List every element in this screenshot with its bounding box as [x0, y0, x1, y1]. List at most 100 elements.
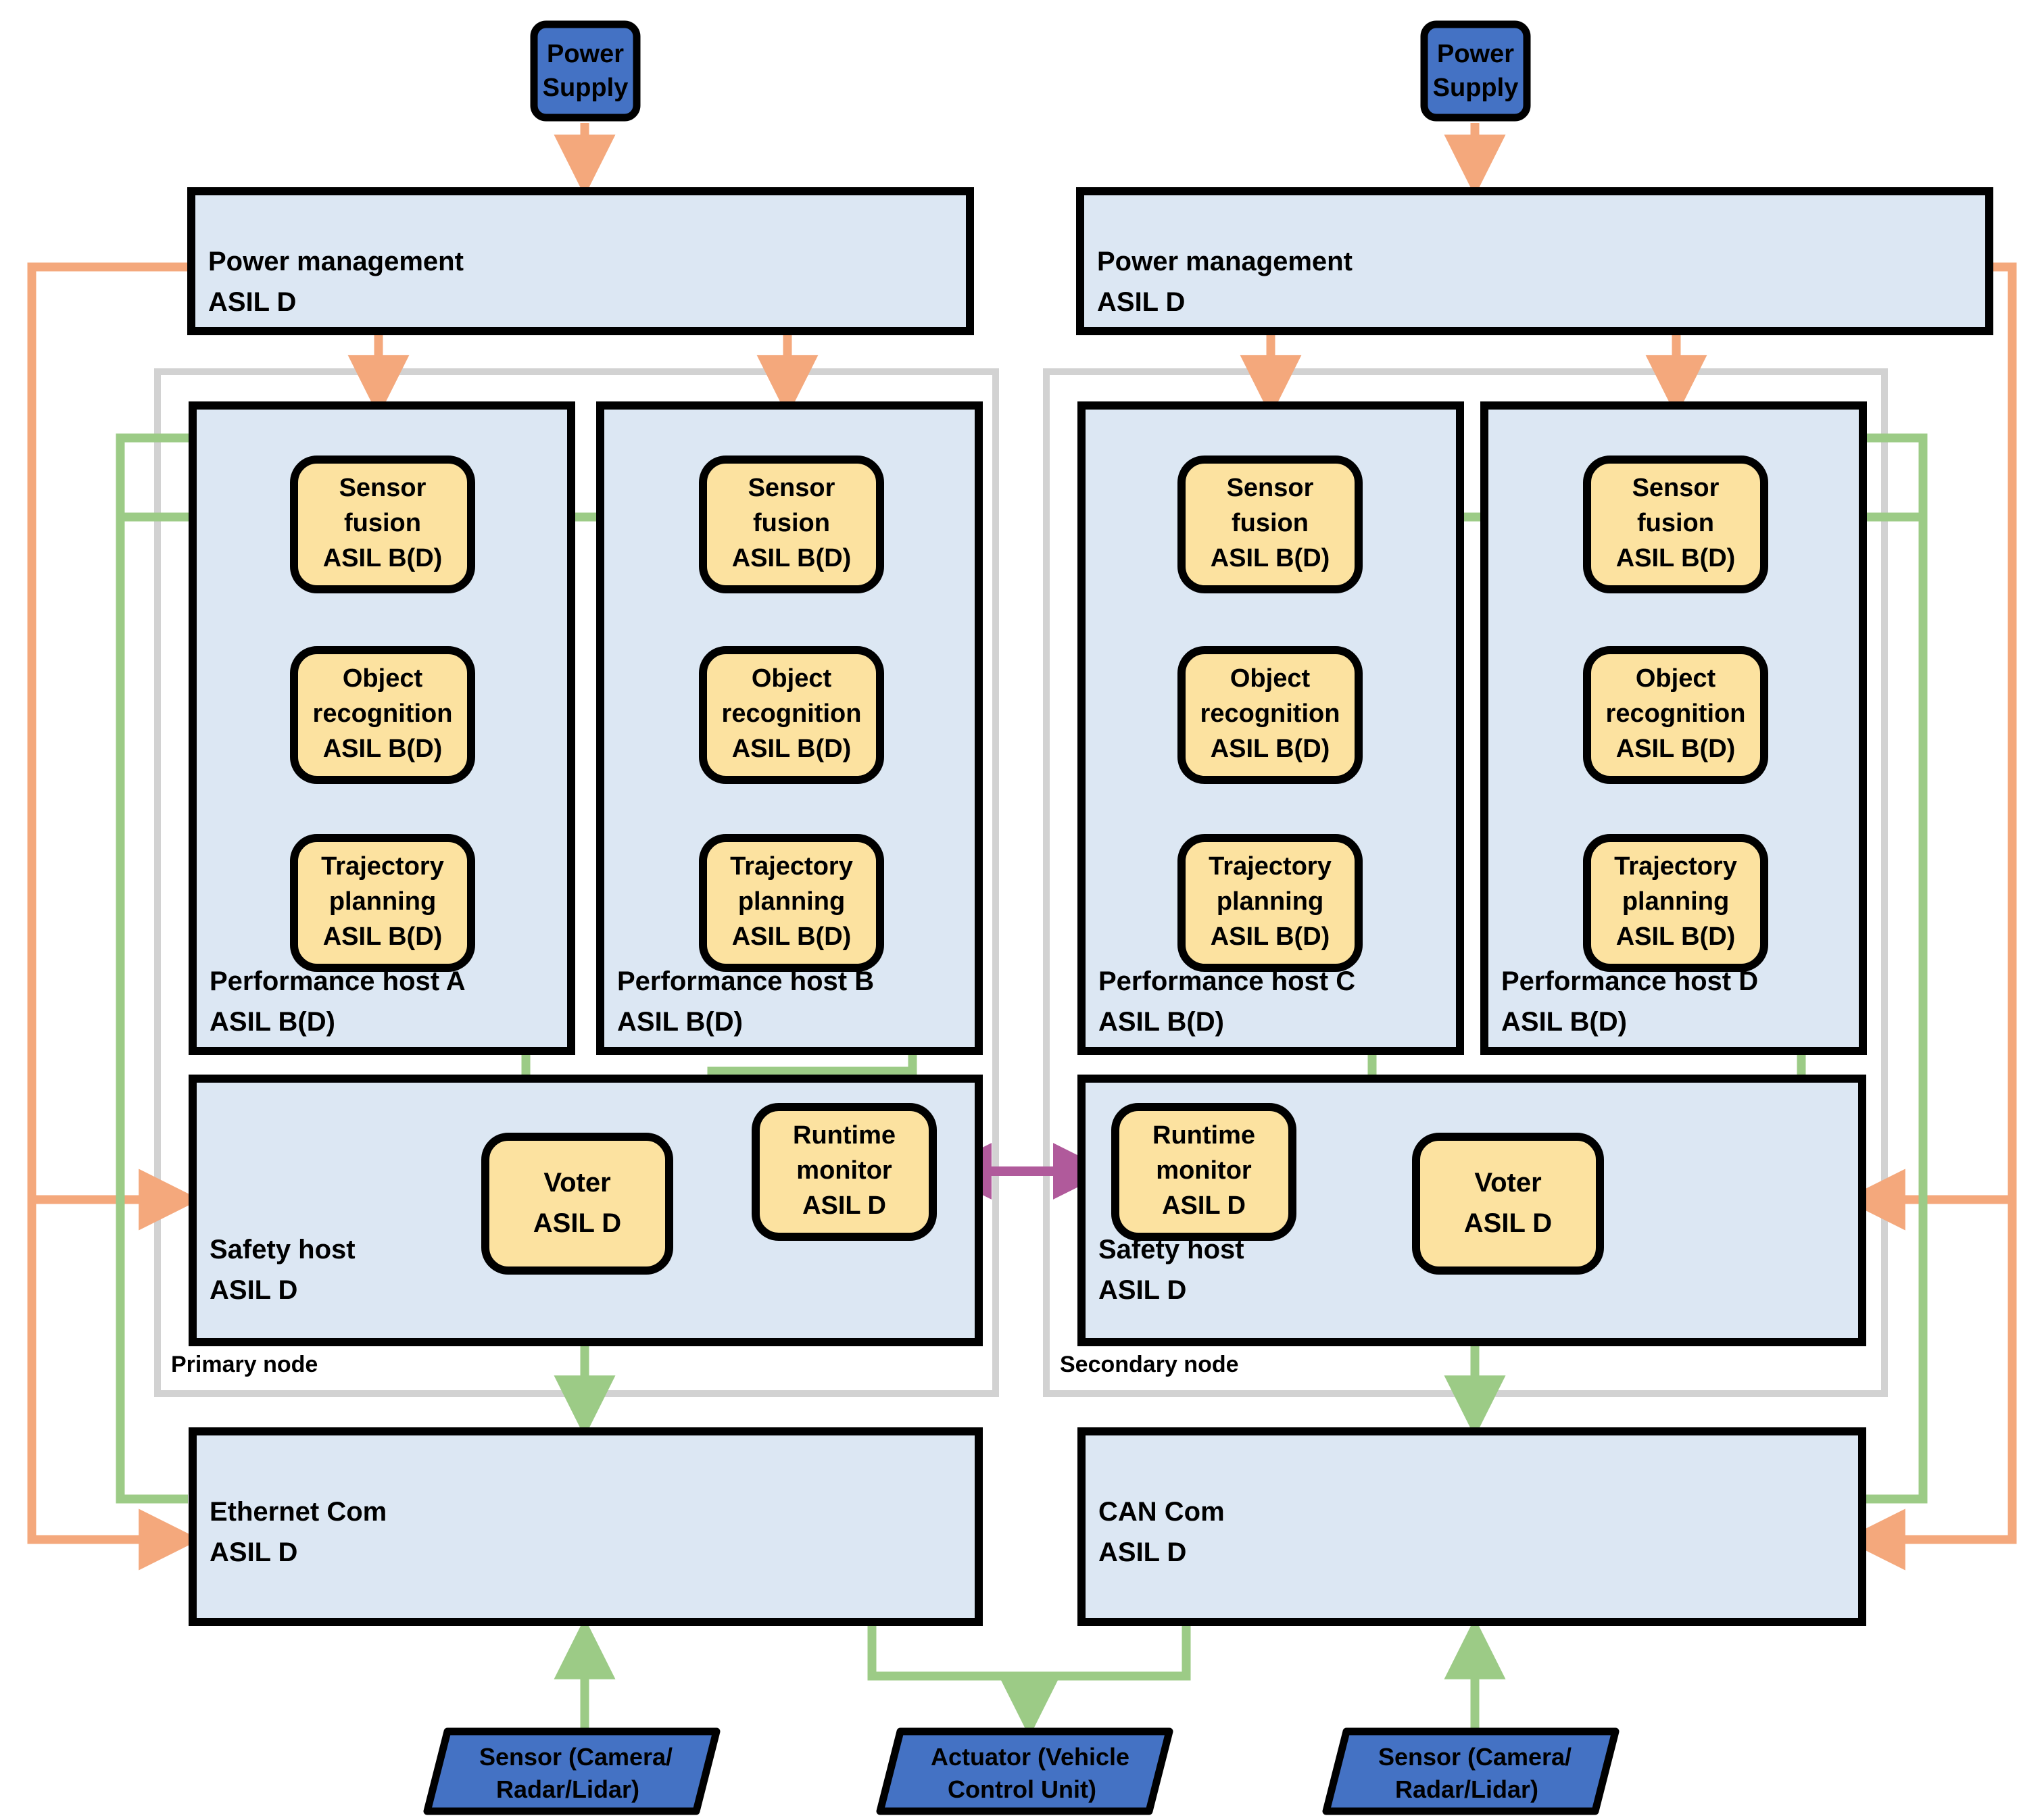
trajectory-planning-c-line1: Trajectory	[1209, 852, 1332, 881]
object-recognition-b-line3: ASIL B(D)	[732, 735, 852, 763]
voter-secondary-line1: Voter	[1474, 1168, 1541, 1198]
can-com-line2: ASIL D	[1098, 1538, 1186, 1567]
sensor-fusion-d[interactable]: Sensor fusion ASIL B(D)	[1583, 456, 1768, 593]
actuator-line2: Control Unit)	[948, 1775, 1096, 1803]
ethernet-com-line1: Ethernet Com	[210, 1497, 387, 1527]
runtime-monitor-primary-line1: Runtime	[793, 1121, 896, 1150]
trajectory-planning-a-line3: ASIL B(D)	[323, 923, 443, 951]
power-supply-right-line1: Power	[1437, 40, 1514, 68]
sensor-fusion-c[interactable]: Sensor fusion ASIL B(D)	[1177, 456, 1363, 593]
sensor-left-line1: Sensor (Camera/	[479, 1743, 673, 1771]
sensor-right[interactable]: Sensor (Camera/ Radar/Lidar)	[1322, 1727, 1620, 1815]
sensor-fusion-b[interactable]: Sensor fusion ASIL B(D)	[699, 456, 884, 593]
runtime-monitor-secondary-line3: ASIL D	[1162, 1191, 1246, 1220]
safety-host-secondary-line2: ASIL D	[1098, 1275, 1186, 1305]
runtime-monitor-secondary[interactable]: Runtime monitor ASIL D	[1111, 1103, 1296, 1241]
power-management-right-line2: ASIL D	[1097, 287, 1185, 317]
sensor-right-line2: Radar/Lidar)	[1395, 1775, 1538, 1803]
safety-host-primary-line2: ASIL D	[210, 1275, 297, 1305]
runtime-monitor-primary-line3: ASIL D	[802, 1191, 886, 1220]
can-com[interactable]: CAN Com ASIL D	[1077, 1427, 1866, 1626]
voter-secondary-line2: ASIL D	[1464, 1208, 1552, 1238]
power-management-right[interactable]: Power management ASIL D	[1076, 187, 1993, 335]
primary-node-label: Primary node	[171, 1352, 318, 1377]
object-recognition-a-line2: recognition	[313, 699, 453, 728]
sensor-fusion-b-line2: fusion	[753, 509, 830, 537]
power-management-left[interactable]: Power management ASIL D	[187, 187, 974, 335]
power-supply-right-line2: Supply	[1433, 74, 1519, 102]
power-arrow-pm-right-to-safety-host	[1843, 262, 2017, 1231]
power-supply-left-line2: Supply	[543, 74, 629, 102]
object-recognition-c-line2: recognition	[1200, 699, 1340, 728]
performance-host-c-line2: ASIL B(D)	[1098, 1007, 1224, 1037]
object-recognition-d-line2: recognition	[1606, 699, 1746, 728]
runtime-monitor-primary-line2: monitor	[796, 1156, 892, 1185]
trajectory-planning-a-line1: Trajectory	[321, 852, 444, 881]
sensor-fusion-d-line1: Sensor	[1632, 474, 1720, 502]
power-management-left-line2: ASIL D	[208, 287, 296, 317]
ethernet-com[interactable]: Ethernet Com ASIL D	[189, 1427, 983, 1626]
object-recognition-d-line1: Object	[1636, 664, 1716, 693]
performance-host-a-line2: ASIL B(D)	[210, 1007, 335, 1037]
object-recognition-c-line1: Object	[1230, 664, 1311, 693]
data-arrow-ethernet-to-actuator	[867, 1622, 1061, 1738]
voter-primary-line1: Voter	[543, 1168, 610, 1198]
trajectory-planning-b-line2: planning	[738, 887, 845, 916]
object-recognition-b[interactable]: Object recognition ASIL B(D)	[699, 646, 884, 784]
sensor-fusion-c-line2: fusion	[1232, 509, 1309, 537]
power-arrow-pm-left-to-ethernet-com	[27, 1200, 201, 1571]
object-recognition-a-line3: ASIL B(D)	[323, 735, 443, 763]
power-supply-left[interactable]: Power Supply	[530, 20, 641, 122]
power-management-left-line1: Power management	[208, 247, 464, 276]
can-com-line1: CAN Com	[1098, 1497, 1225, 1527]
object-recognition-a-line1: Object	[343, 664, 423, 693]
secondary-node-label: Secondary node	[1060, 1352, 1239, 1377]
performance-host-d-line2: ASIL B(D)	[1501, 1007, 1627, 1037]
trajectory-planning-b-line3: ASIL B(D)	[732, 923, 852, 951]
trajectory-planning-d-line2: planning	[1622, 887, 1729, 916]
sensor-fusion-a-line1: Sensor	[339, 474, 427, 502]
object-recognition-c[interactable]: Object recognition ASIL B(D)	[1177, 646, 1363, 784]
trajectory-planning-d[interactable]: Trajectory planning ASIL B(D)	[1583, 834, 1768, 972]
sensor-right-line1: Sensor (Camera/	[1378, 1743, 1572, 1771]
sensor-left-line2: Radar/Lidar)	[496, 1775, 639, 1803]
sensor-fusion-a-line3: ASIL B(D)	[323, 544, 443, 572]
object-recognition-b-line2: recognition	[722, 699, 862, 728]
voter-secondary[interactable]: Voter ASIL D	[1412, 1133, 1604, 1275]
trajectory-planning-d-line1: Trajectory	[1614, 852, 1737, 881]
power-supply-left-line1: Power	[547, 40, 624, 68]
power-arrow-pm-right-to-can-com	[1843, 1200, 2017, 1571]
trajectory-planning-c[interactable]: Trajectory planning ASIL B(D)	[1177, 834, 1363, 972]
runtime-monitor-secondary-line2: monitor	[1156, 1156, 1252, 1185]
trajectory-planning-a-line2: planning	[329, 887, 436, 916]
trajectory-planning-d-line3: ASIL B(D)	[1616, 923, 1736, 951]
sensor-fusion-a[interactable]: Sensor fusion ASIL B(D)	[290, 456, 475, 593]
trajectory-planning-b[interactable]: Trajectory planning ASIL B(D)	[699, 834, 884, 972]
trajectory-planning-c-line3: ASIL B(D)	[1211, 923, 1330, 951]
sensor-fusion-d-line3: ASIL B(D)	[1616, 544, 1736, 572]
voter-primary-line2: ASIL D	[533, 1208, 621, 1238]
runtime-monitor-primary[interactable]: Runtime monitor ASIL D	[752, 1103, 937, 1241]
trajectory-planning-a[interactable]: Trajectory planning ASIL B(D)	[290, 834, 475, 972]
object-recognition-a[interactable]: Object recognition ASIL B(D)	[290, 646, 475, 784]
sensor-left[interactable]: Sensor (Camera/ Radar/Lidar)	[423, 1727, 721, 1815]
sensor-fusion-c-line1: Sensor	[1227, 474, 1314, 502]
power-supply-right[interactable]: Power Supply	[1420, 20, 1531, 122]
object-recognition-d-line3: ASIL B(D)	[1616, 735, 1736, 763]
actuator-vehicle-control-unit[interactable]: Actuator (Vehicle Control Unit)	[876, 1727, 1173, 1815]
sensor-fusion-b-line3: ASIL B(D)	[732, 544, 852, 572]
object-recognition-c-line3: ASIL B(D)	[1211, 735, 1330, 763]
sensor-fusion-d-line2: fusion	[1637, 509, 1714, 537]
trajectory-planning-b-line1: Trajectory	[730, 852, 853, 881]
safety-host-primary-line1: Safety host	[210, 1235, 356, 1264]
ethernet-com-line2: ASIL D	[210, 1538, 297, 1567]
actuator-line1: Actuator (Vehicle	[931, 1743, 1129, 1771]
object-recognition-d[interactable]: Object recognition ASIL B(D)	[1583, 646, 1768, 784]
data-arrow-can-to-actuator	[1029, 1622, 1191, 1681]
power-management-right-line1: Power management	[1097, 247, 1353, 276]
sensor-fusion-c-line3: ASIL B(D)	[1211, 544, 1330, 572]
voter-primary[interactable]: Voter ASIL D	[481, 1133, 673, 1275]
performance-host-b-line2: ASIL B(D)	[617, 1007, 743, 1037]
